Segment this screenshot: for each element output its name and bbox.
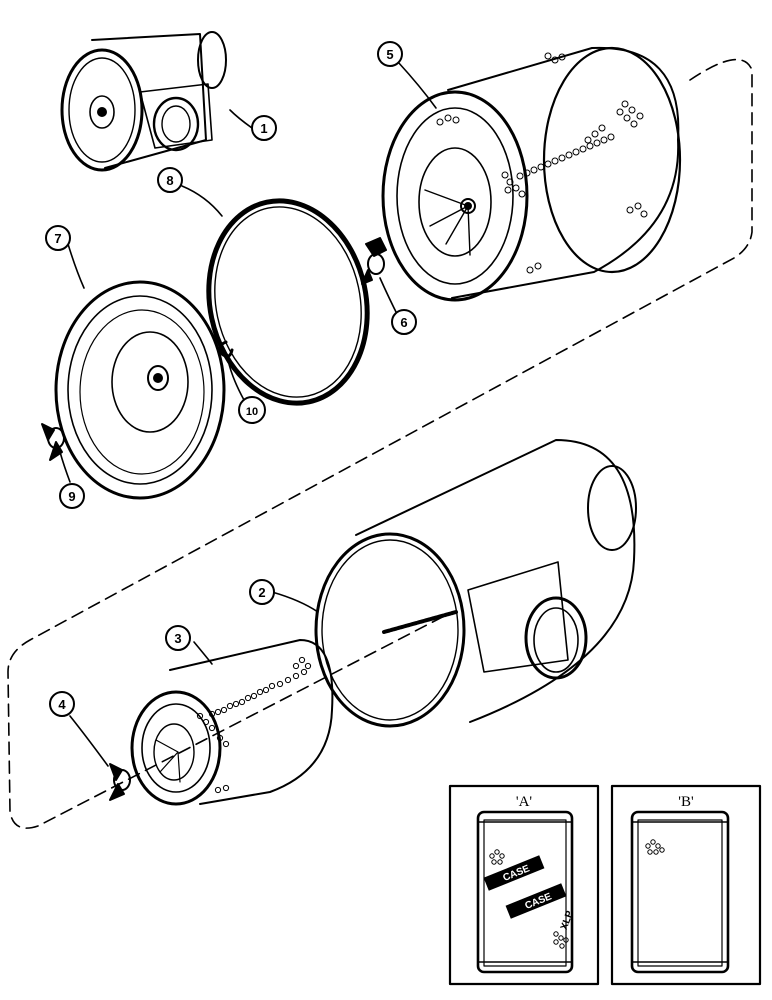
callout-2: 2 <box>249 579 275 605</box>
inset-a-perforation-pattern <box>489 849 569 949</box>
callout-3-label: 3 <box>174 631 181 646</box>
leader-lines <box>59 61 437 767</box>
part-8-seal-ring <box>206 198 370 406</box>
callout-4: 4 <box>49 691 75 717</box>
inset-b-label: 'B' <box>678 794 694 810</box>
housing-stud <box>382 610 458 634</box>
callout-5-label: 5 <box>386 47 393 62</box>
callout-8-label: 8 <box>166 173 173 188</box>
callout-9: 9 <box>59 483 85 509</box>
filter-perforation-pattern <box>436 52 648 274</box>
callout-9-label: 9 <box>68 489 75 504</box>
callout-8: 8 <box>157 167 183 193</box>
callout-3: 3 <box>165 625 191 651</box>
callout-6-label: 6 <box>400 315 407 330</box>
callout-7: 7 <box>45 225 71 251</box>
callout-10-label: 10 <box>246 406 258 418</box>
case-xlp-logo-bottom-suffix: XLP <box>559 909 576 931</box>
part-6-wing-nut <box>361 237 387 285</box>
part-4-wing-nut <box>109 763 131 801</box>
part-1-air-cleaner-assembly <box>60 31 227 172</box>
inset-a: 'A' CASE XLP CASE XLP <box>448 784 600 986</box>
part-3-secondary-filter <box>130 639 334 806</box>
callout-7-label: 7 <box>54 231 61 246</box>
callout-1: 1 <box>251 115 277 141</box>
part-5-primary-filter <box>381 46 682 302</box>
inset-a-label: 'A' <box>516 794 533 810</box>
part-2-housing <box>314 439 637 728</box>
callout-1-label: 1 <box>260 121 267 136</box>
callout-5: 5 <box>377 41 403 67</box>
callout-10: 10 <box>238 396 266 424</box>
inset-b-perforation-pattern <box>645 839 665 855</box>
part-7-end-cover <box>54 280 226 500</box>
callout-2-label: 2 <box>258 585 265 600</box>
assembly-group-outline <box>7 58 753 829</box>
part-9-wing-nut <box>41 423 65 461</box>
callout-6: 6 <box>391 309 417 335</box>
part-10-retaining-clip <box>218 340 234 358</box>
secondary-filter-perforation-pattern <box>196 656 312 794</box>
callout-4-label: 4 <box>58 697 66 712</box>
inset-b: 'B' <box>610 784 762 986</box>
